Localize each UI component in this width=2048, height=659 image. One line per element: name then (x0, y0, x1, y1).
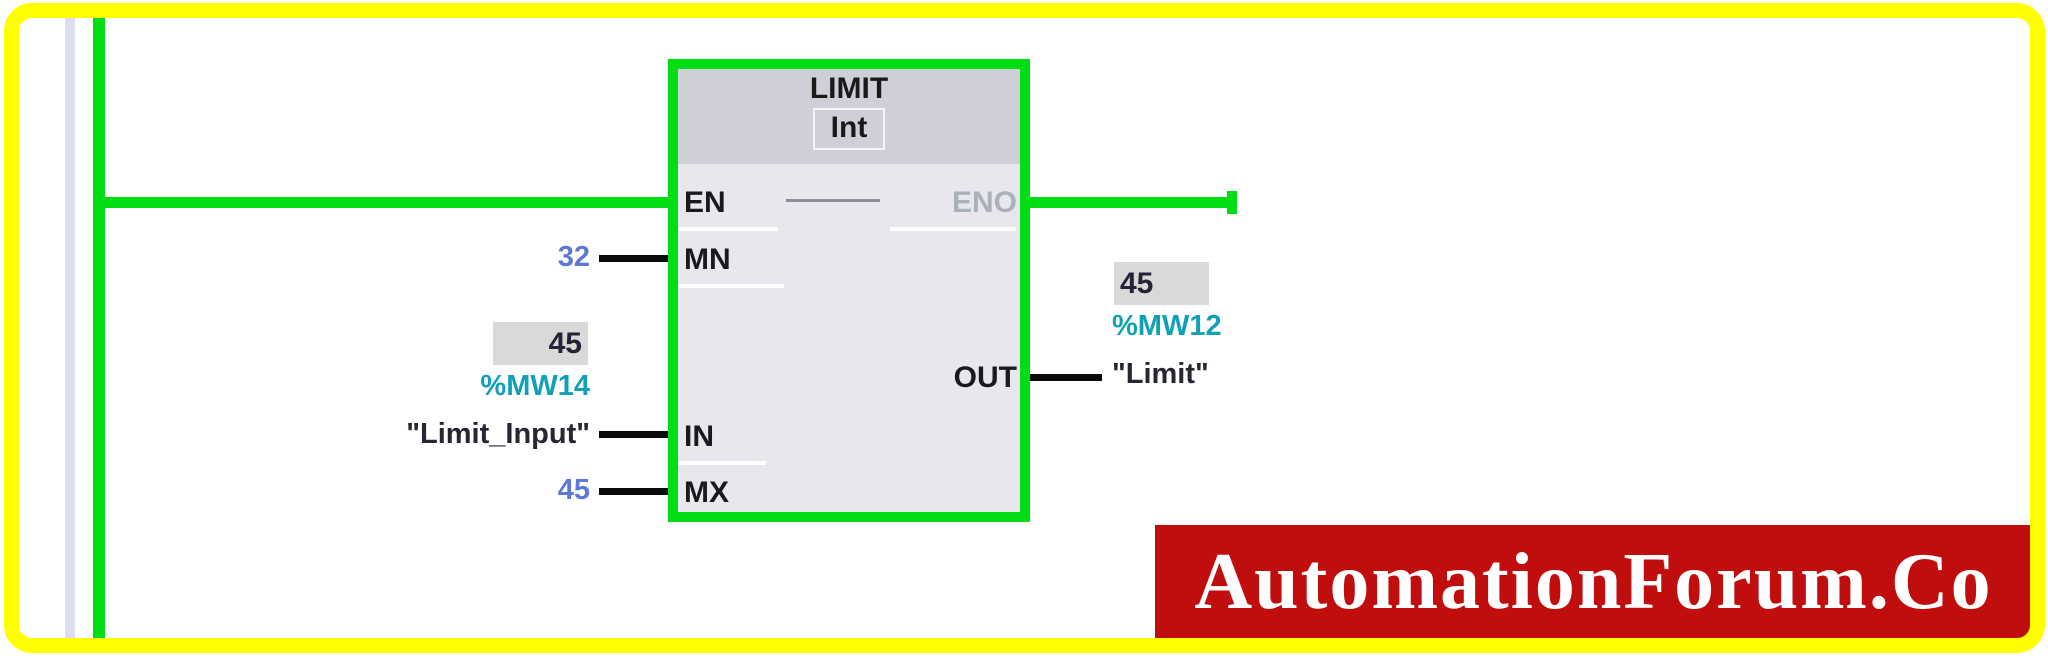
limit-block[interactable]: LIMIT Int (668, 59, 1030, 522)
pin-out[interactable]: OUT (953, 361, 1017, 394)
pin-eno-underline (890, 227, 1016, 231)
mx-wire (599, 488, 669, 495)
pin-mn-underline (678, 284, 784, 288)
mn-wire (599, 255, 669, 262)
pin-in[interactable]: IN (684, 420, 714, 453)
in-monitor-value[interactable]: 45 (493, 322, 588, 365)
mn-constant-value[interactable]: 32 (557, 241, 590, 273)
in-wire (599, 431, 669, 438)
pin-in-underline (678, 461, 766, 465)
out-monitor-value[interactable]: 45 (1114, 262, 1209, 305)
en-eno-link-line (786, 199, 880, 202)
highlight-frame (4, 3, 2045, 653)
block-type-badge[interactable]: Int (812, 108, 886, 150)
pin-en-underline (678, 227, 778, 231)
pin-en[interactable]: EN (684, 186, 726, 219)
in-operand-tag[interactable]: "Limit_Input" (406, 418, 590, 450)
watermark-banner: AutomationForum.Co (1155, 525, 2032, 638)
pin-mx[interactable]: MX (684, 476, 729, 509)
editor-margin-line (65, 14, 75, 638)
rung-wire-eno (1028, 197, 1233, 208)
out-wire (1028, 374, 1102, 381)
watermark-text: AutomationForum.Co (1194, 537, 1993, 626)
rung-wire-en (105, 197, 670, 208)
in-operand-address[interactable]: %MW14 (480, 370, 590, 402)
mx-constant-value[interactable]: 45 (557, 474, 590, 506)
block-title: LIMIT (809, 72, 889, 105)
rung-end-cap (1227, 191, 1237, 214)
out-operand-address[interactable]: %MW12 (1112, 310, 1222, 342)
out-operand-tag[interactable]: "Limit" (1112, 358, 1209, 390)
pin-eno[interactable]: ENO (951, 186, 1017, 219)
power-rail (93, 14, 105, 638)
pin-mn[interactable]: MN (684, 243, 731, 276)
limit-block-header: LIMIT Int (678, 69, 1020, 164)
